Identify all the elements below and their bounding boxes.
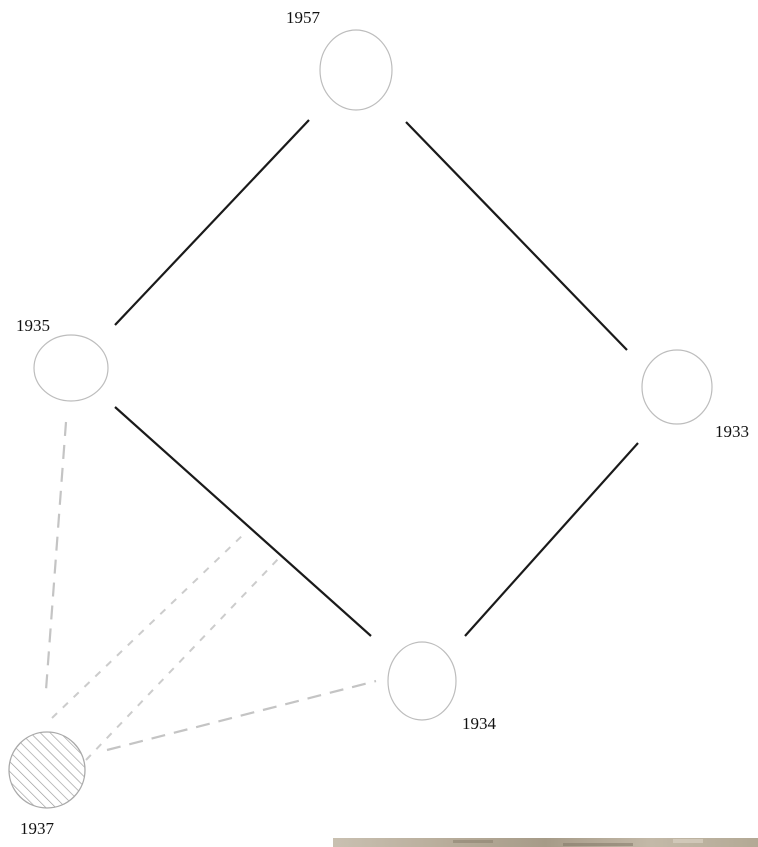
- edge-1957-1935: [114, 119, 310, 326]
- node-1934: [387, 641, 457, 721]
- edge-1937-dotted-b: [85, 556, 281, 761]
- node-1957: [319, 29, 393, 111]
- node-1935: [33, 334, 109, 402]
- edge-1957-1933: [405, 121, 628, 351]
- label-1937: 1937: [20, 819, 55, 838]
- edge-1937-1935: [44, 421, 68, 691]
- node-1937: [8, 731, 86, 809]
- edge-1937-dotted-a: [51, 532, 246, 719]
- edge-1933-1934: [464, 442, 639, 637]
- edge-1937-1934: [106, 679, 377, 752]
- label-1957: 1957: [286, 8, 321, 27]
- edge-1935-1934: [114, 406, 372, 637]
- label-1935: 1935: [16, 316, 50, 335]
- label-1934: 1934: [462, 714, 497, 733]
- photo-edge-image: [333, 836, 758, 847]
- label-1933: 1933: [715, 422, 749, 441]
- node-1933: [641, 349, 713, 425]
